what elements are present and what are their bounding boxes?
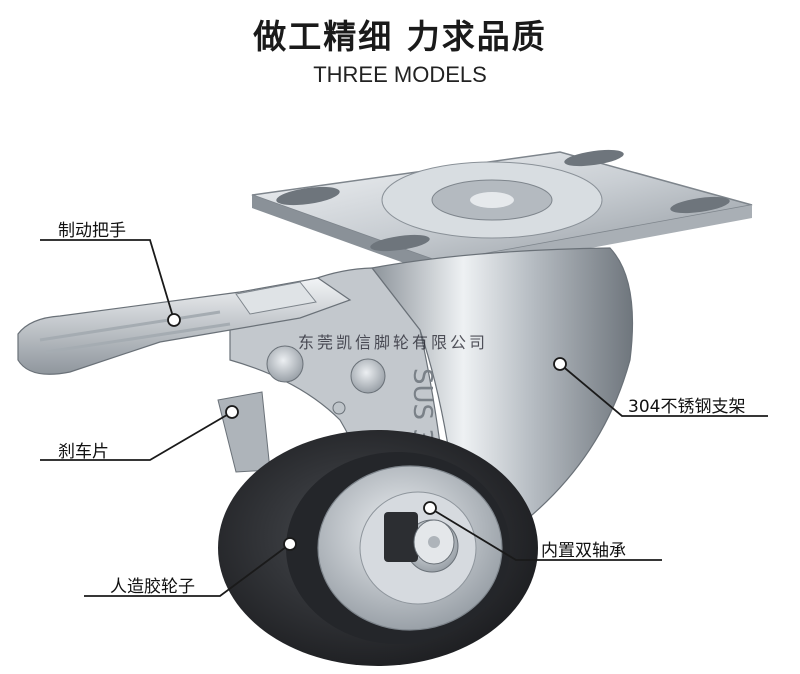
label-brake-handle: 制动把手 [58,221,126,241]
dot-brake-handle [167,313,181,327]
company-watermark: 东莞凯信脚轮有限公司 [298,333,489,352]
leader-brake-pad [40,411,233,461]
leader-brake-handle [40,239,175,321]
brake-pad [217,391,271,473]
dot-brake-pad [225,405,239,419]
label-rubber-wheel: 人造胶轮子 [110,577,195,597]
label-bearing: 内置双轴承 [541,541,626,561]
dot-bearing [423,501,437,515]
callout-lines [40,239,768,597]
page-title: 做工精细 力求品质 [253,17,547,56]
dot-bracket [553,357,567,371]
rubber-wheel [218,430,538,666]
label-bracket: 304不锈钢支架 [628,397,746,417]
leader-bracket [559,363,768,417]
page-subtitle: THREE MODELS [313,62,487,87]
dual-bearing [384,512,455,565]
dot-wheel [283,537,297,551]
leader-wheel [84,543,291,597]
label-brake-pad: 刹车片 [58,442,109,462]
callout-dots [167,313,567,551]
brake-handle [17,277,352,375]
leader-bearing [429,507,662,561]
